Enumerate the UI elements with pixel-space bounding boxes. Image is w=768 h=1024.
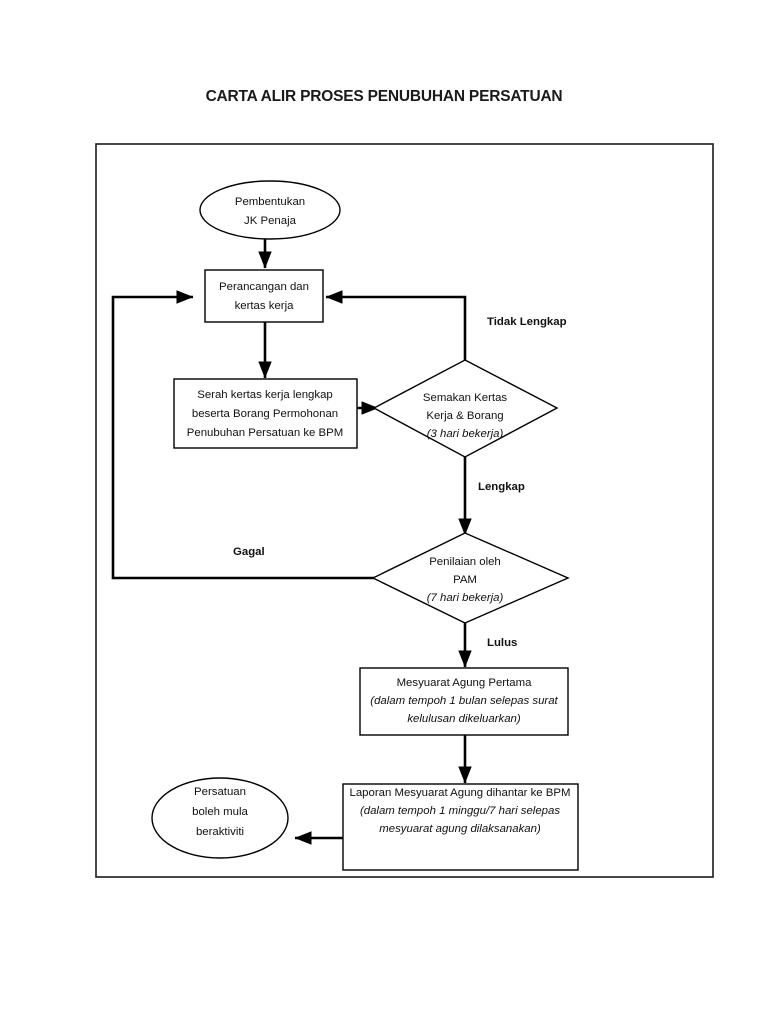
node-decision-semakan-kertas-kerja[interactable]: Semakan Kertas Kerja & Borang (3 hari be… <box>372 359 559 458</box>
node-mesyuarat-agung-pertama[interactable]: Mesyuarat Agung Pertama (dalam tempoh 1 … <box>359 667 569 736</box>
node-decision-penilaian-pam[interactable]: Penilaian oleh PAM (7 hari bekerja) <box>371 532 570 624</box>
node-mesyuarat-line-1: Mesyuarat Agung Pertama <box>397 677 533 689</box>
node-perancangan-line-2: kertas kerja <box>235 300 295 312</box>
page-title: CARTA ALIR PROSES PENUBUHAN PERSATUAN <box>205 88 563 105</box>
node-start-line-2: JK Penaja <box>244 215 297 227</box>
node-laporan-mesyuarat-agung[interactable]: Laporan Mesyuarat Agung dihantar ke BPM … <box>342 783 579 871</box>
edge-label-lengkap: Lengkap <box>478 481 525 493</box>
node-mesyuarat-line-3: kelulusan dikeluarkan) <box>407 713 521 725</box>
node-laporan-line-2: (dalam tempoh 1 minggu/7 hari selepas <box>360 805 560 817</box>
node-perancangan-kertas-kerja[interactable]: Perancangan dan kertas kerja <box>204 269 324 323</box>
node-semakan-line-3: (3 hari bekerja) <box>427 428 504 440</box>
node-serah-line-3: Penubuhan Persatuan ke BPM <box>187 427 343 439</box>
node-penilaian-line-3: (7 hari bekerja) <box>427 592 504 604</box>
node-perancangan-line-1: Perancangan dan <box>219 281 309 293</box>
node-semakan-line-1: Semakan Kertas <box>423 392 508 404</box>
node-penilaian-line-2: PAM <box>453 574 477 586</box>
node-serah-line-1: Serah kertas kerja lengkap <box>197 389 333 401</box>
node-serah-line-2: beserta Borang Permohonan <box>192 408 338 420</box>
edge-semakan-to-perancangan-tidak-lengkap <box>325 290 467 362</box>
edge-label-lulus: Lulus <box>487 637 517 649</box>
edge-label-tidak-lengkap: Tidak Lengkap <box>487 316 567 328</box>
node-serah-kertas-kerja[interactable]: Serah kertas kerja lengkap beserta Boran… <box>173 378 358 449</box>
node-laporan-line-1: Laporan Mesyuarat Agung dihantar ke BPM <box>350 787 571 799</box>
node-end-persatuan-beraktiviti[interactable]: Persatuan boleh mula beraktiviti <box>151 777 289 859</box>
node-laporan-line-3: mesyuarat agung dilaksanakan) <box>379 823 541 835</box>
diagram-frame <box>95 143 714 878</box>
node-penilaian-line-1: Penilaian oleh <box>429 556 501 568</box>
node-end-line-1: Persatuan <box>194 786 246 798</box>
node-start-line-1: Pembentukan <box>235 196 305 208</box>
node-end-line-3: beraktiviti <box>196 826 244 838</box>
node-semakan-line-2: Kerja & Borang <box>426 410 503 422</box>
edge-penilaian-to-perancangan-gagal <box>111 290 375 580</box>
node-start-pembentukan-jk-penaja[interactable]: Pembentukan JK Penaja <box>199 180 341 240</box>
node-end-line-2: boleh mula <box>192 806 248 818</box>
edge-label-gagal: Gagal <box>233 546 265 558</box>
node-mesyuarat-line-2: (dalam tempoh 1 bulan selepas surat <box>370 695 558 707</box>
